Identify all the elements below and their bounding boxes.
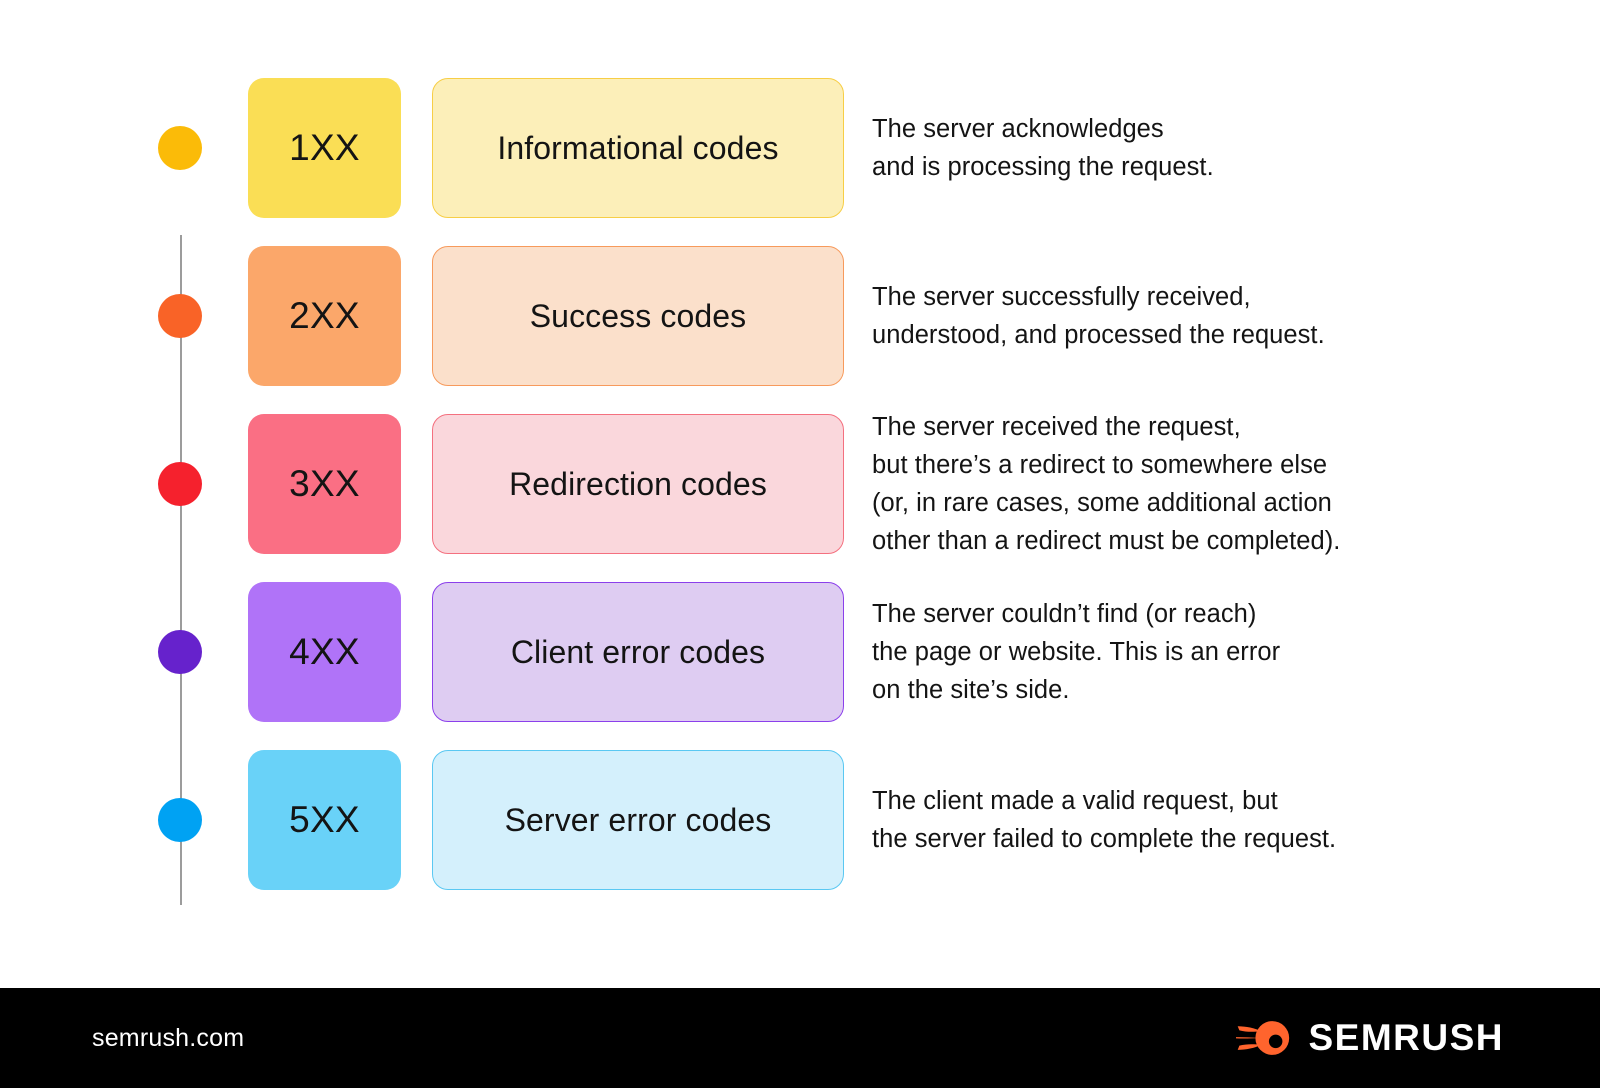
code-description: The server successfully received, unders…	[872, 246, 1600, 386]
code-category-label: Informational codes	[497, 129, 779, 166]
description-line: The server successfully received,	[872, 283, 1251, 311]
timeline-dot-icon	[158, 630, 202, 674]
timeline-spine	[180, 235, 182, 905]
code-category-box: Success codes	[432, 246, 844, 386]
status-code-row: 4XX Client error codes The server couldn…	[0, 582, 1600, 750]
status-code-row: 5XX Server error codes The client made a…	[0, 750, 1600, 918]
code-badge-label: 3XX	[289, 463, 360, 504]
code-badge-label: 5XX	[289, 799, 360, 840]
code-category-label: Success codes	[529, 297, 747, 334]
code-badge: 3XX	[248, 414, 401, 554]
code-category-box: Server error codes	[432, 750, 844, 890]
semrush-comet-logo-icon	[1236, 1021, 1290, 1055]
description-line: the page or website. This is an error	[872, 638, 1281, 666]
code-badge: 1XX	[248, 78, 401, 218]
status-code-row: 2XX Success codes The server successfull…	[0, 246, 1600, 414]
code-description: The server acknowledges and is processin…	[872, 78, 1600, 218]
description-line: on the site’s side.	[872, 676, 1070, 704]
code-badge: 5XX	[248, 750, 401, 890]
description-line: (or, in rare cases, some additional acti…	[872, 489, 1332, 517]
code-badge: 4XX	[248, 582, 401, 722]
code-category-box: Informational codes	[432, 78, 844, 218]
timeline-dot-icon	[158, 798, 202, 842]
timeline-dot-icon	[158, 462, 202, 506]
code-badge: 2XX	[248, 246, 401, 386]
timeline-dot-cell	[0, 78, 248, 218]
description-line: and is processing the request.	[872, 153, 1214, 181]
code-category-label: Server error codes	[504, 801, 772, 838]
code-description: The client made a valid request, but the…	[872, 750, 1600, 890]
description-line: understood, and processed the request.	[872, 321, 1325, 349]
status-code-row: 1XX Informational codes The server ackno…	[0, 78, 1600, 246]
footer-website-url: semrush.com	[92, 1023, 245, 1052]
footer-bar: semrush.com SEMRUSH	[0, 988, 1600, 1088]
timeline-dot-cell	[0, 246, 248, 386]
timeline-dot-icon	[158, 294, 202, 338]
description-line: The server acknowledges	[872, 115, 1164, 143]
status-code-rows: 1XX Informational codes The server ackno…	[0, 78, 1600, 918]
description-line: The client made a valid request, but	[872, 787, 1278, 815]
code-category-label: Client error codes	[510, 633, 766, 670]
timeline-dot-cell	[0, 750, 248, 890]
semrush-brand-lockup: SEMRUSH	[1236, 1017, 1504, 1059]
code-badge-label: 1XX	[289, 127, 360, 168]
code-category-label: Redirection codes	[509, 465, 767, 502]
timeline-dot-cell	[0, 414, 248, 554]
description-line: The server received the request,	[872, 413, 1241, 441]
semrush-wordmark: SEMRUSH	[1308, 1017, 1504, 1058]
description-line: but there’s a redirect to somewhere else	[872, 451, 1328, 479]
code-description: The server received the request, but the…	[872, 413, 1600, 555]
code-category-box: Client error codes	[432, 582, 844, 722]
timeline-dot-icon	[158, 126, 202, 170]
code-description: The server couldn’t find (or reach) the …	[872, 582, 1600, 722]
description-line: the server failed to complete the reques…	[872, 825, 1337, 853]
description-line: other than a redirect must be completed)…	[872, 527, 1341, 555]
timeline-dot-cell	[0, 582, 248, 722]
description-line: The server couldn’t find (or reach)	[872, 600, 1257, 628]
code-badge-label: 4XX	[289, 631, 360, 672]
code-category-box: Redirection codes	[432, 414, 844, 554]
infographic-content: 1XX Informational codes The server ackno…	[0, 78, 1600, 918]
status-code-row: 3XX Redirection codes The server receive…	[0, 413, 1600, 582]
code-badge-label: 2XX	[289, 295, 360, 336]
